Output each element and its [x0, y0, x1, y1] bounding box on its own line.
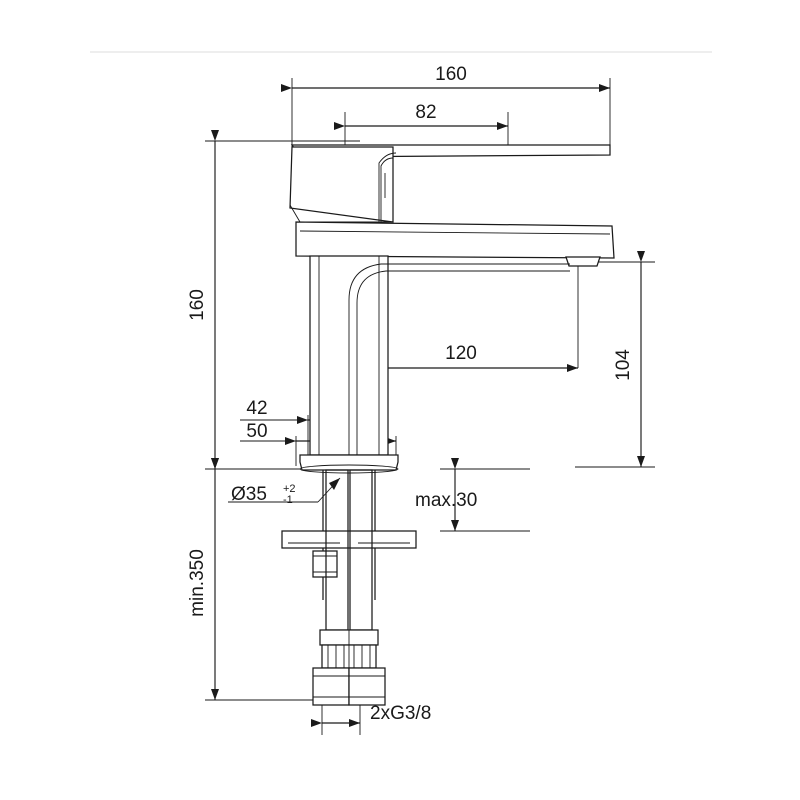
- label-spout-projection: 120: [445, 343, 477, 364]
- dimension-lines: [211, 84, 645, 727]
- label-hole-diameter: Ø35: [231, 484, 267, 505]
- waterway-outer-curve: [356, 270, 570, 455]
- hex-connector-left: [312, 667, 350, 706]
- faucet-body-geometry: [281, 144, 615, 706]
- hex-connector-right: [348, 667, 386, 706]
- bracket-fixing-nut: [312, 550, 338, 578]
- dimension-labels: 160 82 160 min.350 104 120 42 50 Ø35 +2 …: [187, 64, 634, 724]
- label-spout-height: 104: [613, 349, 634, 381]
- label-max-thickness: max.30: [415, 490, 477, 511]
- handle-inner-curve-1: [380, 157, 394, 222]
- spout-body: [295, 221, 615, 259]
- escutcheon-base: [299, 454, 399, 471]
- flexible-hose-right: [349, 469, 373, 631]
- label-overall-width: 160: [435, 64, 467, 85]
- handle-lever-block: [289, 146, 394, 223]
- ferrule-ribs: [327, 645, 371, 668]
- label-base-outer: 50: [246, 421, 267, 442]
- hose-outline-right: [349, 469, 373, 631]
- waterway-inner-curve: [348, 263, 570, 455]
- extension-lines: [205, 78, 655, 735]
- spout-body-highlight: [299, 230, 611, 235]
- handle-inner-curve-2: [378, 152, 397, 222]
- aerator-outlet: [565, 256, 601, 267]
- flexible-hose-left: [325, 469, 349, 631]
- label-min-hose-length: min.350: [187, 549, 208, 617]
- escutcheon-ellipse: [299, 464, 399, 474]
- label-handle-width: 82: [415, 102, 436, 123]
- mounting-bracket: [281, 530, 417, 549]
- label-overall-height: 160: [187, 289, 208, 321]
- label-tolerance-upper: +2: [283, 483, 296, 495]
- label-base-inner: 42: [246, 398, 267, 419]
- leader-arrow-hole-diameter: [329, 478, 340, 490]
- label-tolerance-lower: -1: [283, 494, 293, 506]
- bracket-nut-facets: [313, 555, 337, 573]
- label-supply-thread: 2xG3/8: [370, 703, 431, 724]
- hose-outline-left: [325, 469, 349, 631]
